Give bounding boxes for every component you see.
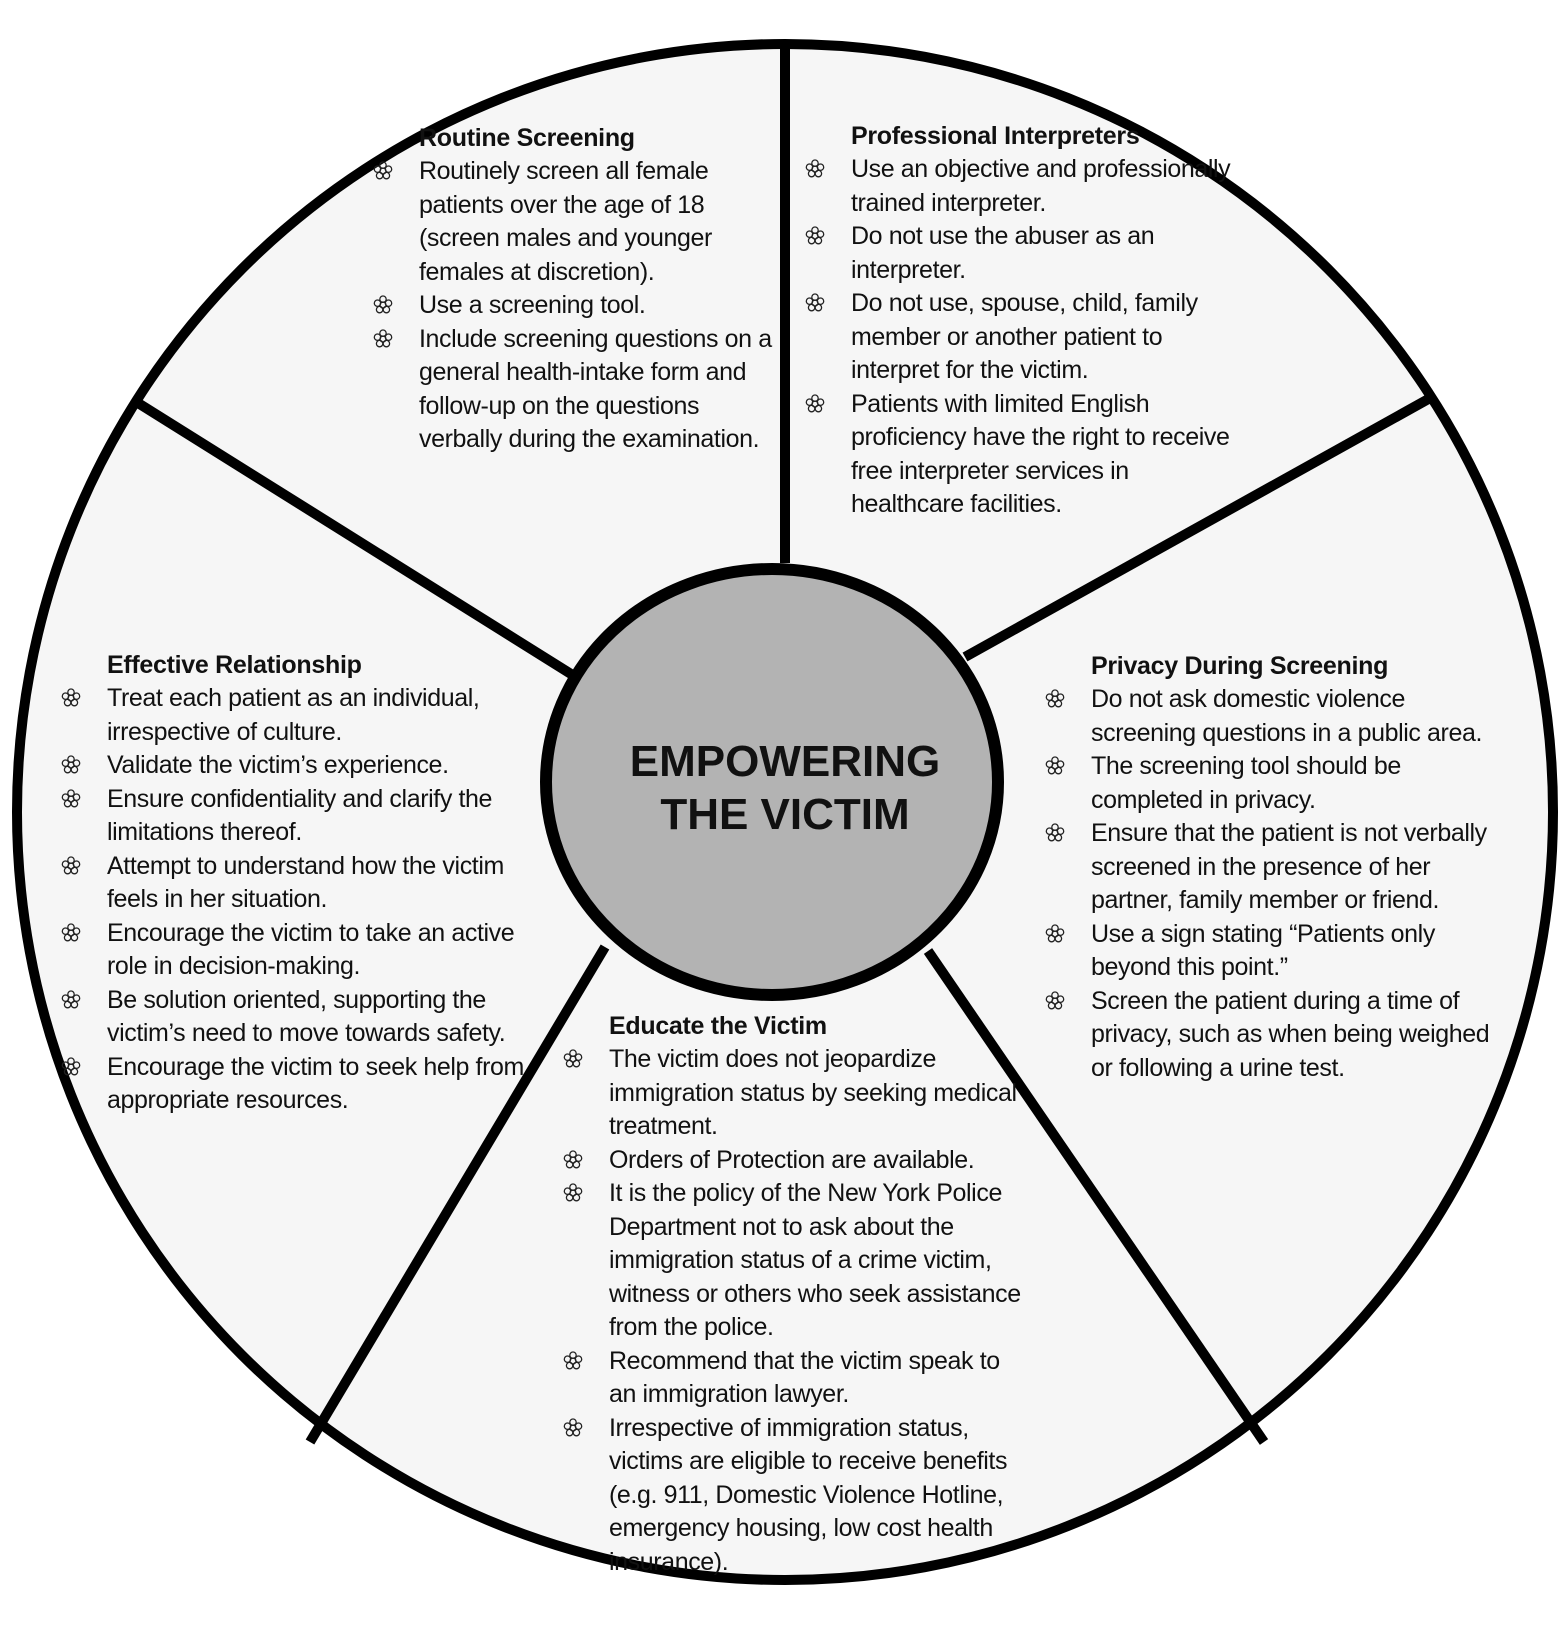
- list-item-text: Patients with limited English proficienc…: [851, 389, 1230, 519]
- divider-upper-right: [962, 392, 1435, 662]
- list-item: Use an objective and professionally trai…: [805, 153, 1241, 220]
- list-item-text: It is the policy of the New York Police …: [609, 1179, 1021, 1341]
- list-item-text: Encourage the victim to seek help from a…: [107, 1052, 524, 1115]
- flower-bullet-icon: [373, 328, 393, 347]
- flower-bullet-icon: [805, 226, 825, 245]
- list-item: Ensure that the patient is not verbally …: [1045, 817, 1491, 918]
- list-item: Orders of Protection are available.: [563, 1144, 1027, 1178]
- list-item-text: Do not ask domestic violence screening q…: [1091, 685, 1483, 747]
- list-item-text: Do not use, spouse, child, family member…: [851, 289, 1198, 384]
- list-item-text: Ensure confidentiality and clarify the l…: [107, 784, 493, 847]
- list-item-text: Screen the patient during a time of priv…: [1091, 986, 1490, 1082]
- flower-bullet-icon: [563, 1149, 583, 1168]
- flower-bullet-icon: [563, 1183, 583, 1202]
- segment-privacy-during-screening: Privacy During Screening Do not ask dome…: [1045, 650, 1491, 1086]
- list-item-text: Irrespective of immigration status, vict…: [609, 1413, 1008, 1576]
- flower-bullet-icon: [1045, 823, 1065, 842]
- list-item-text: Validate the victim’s experience.: [107, 751, 449, 779]
- flower-bullet-icon: [805, 293, 825, 312]
- segment-title: Professional Interpreters: [851, 122, 1140, 150]
- flower-bullet-icon: [61, 989, 81, 1008]
- center-title-line-2: THE VICTIM: [660, 790, 910, 839]
- list-item-text: Routinely screen all female patients ove…: [419, 157, 712, 286]
- segment-title: Privacy During Screening: [1091, 652, 1389, 680]
- list-item: Do not ask domestic violence screening q…: [1045, 683, 1491, 750]
- list-item: It is the policy of the New York Police …: [563, 1177, 1027, 1345]
- list-item-text: Attempt to understand how the victim fee…: [107, 851, 504, 914]
- flower-bullet-icon: [1045, 689, 1065, 708]
- flower-bullet-icon: [805, 393, 825, 412]
- flower-bullet-icon: [373, 161, 393, 180]
- segment-list: Use an objective and professionally trai…: [805, 153, 1241, 522]
- list-item: Do not use, spouse, child, family member…: [805, 287, 1241, 388]
- list-item: Attempt to understand how the victim fee…: [61, 850, 527, 917]
- flower-bullet-icon: [61, 788, 81, 807]
- list-item: Use a sign stating “Patients only beyond…: [1045, 918, 1491, 985]
- list-item: Routinely screen all female patients ove…: [373, 155, 784, 289]
- divider-lower-left: [305, 944, 610, 1445]
- list-item: Use a screening tool.: [373, 289, 784, 323]
- center-title-line-1: EMPOWERING: [629, 737, 941, 786]
- list-item: Be solution oriented, supporting the vic…: [61, 984, 527, 1051]
- segment-list: Do not ask domestic violence screening q…: [1045, 683, 1491, 1086]
- list-item: Recommend that the victim speak to an im…: [563, 1345, 1027, 1412]
- center-hub: [540, 563, 1004, 1001]
- divider-lower-right: [923, 948, 1269, 1445]
- list-item-text: The victim does not jeopardize immigrati…: [609, 1045, 1017, 1140]
- segment-effective-relationship: Effective Relationship Treat each patien…: [61, 649, 527, 1118]
- list-item: The victim does not jeopardize immigrati…: [563, 1043, 1027, 1144]
- flower-bullet-icon: [61, 922, 81, 941]
- flower-bullet-icon: [563, 1350, 583, 1369]
- flower-bullet-icon: [1045, 756, 1065, 775]
- list-item: Encourage the victim to seek help from a…: [61, 1051, 527, 1118]
- segment-title: Effective Relationship: [107, 651, 362, 679]
- segment-title: Educate the Victim: [609, 1012, 827, 1040]
- list-item-text: Ensure that the patient is not verbally …: [1091, 819, 1487, 914]
- segment-title: Routine Screening: [419, 124, 635, 152]
- list-item-text: Use an objective and professionally trai…: [851, 155, 1231, 217]
- segment-educate-the-victim: Educate the Victim The victim does not j…: [563, 1010, 1027, 1580]
- list-item-text: Recommend that the victim speak to an im…: [609, 1346, 1000, 1409]
- flower-bullet-icon: [1045, 990, 1065, 1009]
- list-item: Validate the victim’s experience.: [61, 749, 527, 783]
- segment-routine-screening: Routine Screening Routinely screen all f…: [373, 122, 784, 457]
- list-item-text: Orders of Protection are available.: [609, 1145, 975, 1174]
- list-item: Treat each patient as an individual, irr…: [61, 682, 527, 749]
- divider-upper-left: [135, 398, 574, 679]
- flower-bullet-icon: [373, 295, 393, 314]
- list-item-text: Be solution oriented, supporting the vic…: [107, 985, 506, 1048]
- list-item-text: Use a screening tool.: [419, 291, 646, 319]
- list-item: Ensure confidentiality and clarify the l…: [61, 783, 527, 850]
- flower-bullet-icon: [1045, 923, 1065, 942]
- flower-bullet-icon: [563, 1049, 583, 1068]
- list-item-text: Do not use the abuser as an interpreter.: [851, 222, 1155, 284]
- segment-list: The victim does not jeopardize immigrati…: [563, 1043, 1027, 1580]
- flower-bullet-icon: [805, 159, 825, 178]
- center-title: EMPOWERING THE VICTIM: [540, 735, 1030, 841]
- flower-bullet-icon: [61, 1056, 81, 1075]
- list-item: Screen the patient during a time of priv…: [1045, 985, 1491, 1086]
- list-item: Do not use the abuser as an interpreter.: [805, 220, 1241, 287]
- list-item-text: Use a sign stating “Patients only beyond…: [1091, 919, 1435, 982]
- list-item-text: Include screening questions on a general…: [419, 324, 772, 454]
- list-item: Encourage the victim to take an active r…: [61, 917, 527, 984]
- list-item-text: Treat each patient as an individual, irr…: [107, 684, 480, 746]
- flower-bullet-icon: [61, 755, 81, 774]
- list-item: Include screening questions on a general…: [373, 323, 784, 457]
- list-item: Patients with limited English proficienc…: [805, 388, 1241, 522]
- list-item: The screening tool should be completed i…: [1045, 750, 1491, 817]
- flower-bullet-icon: [61, 855, 81, 874]
- list-item: Irrespective of immigration status, vict…: [563, 1412, 1027, 1580]
- segment-list: Routinely screen all female patients ove…: [373, 155, 784, 457]
- segment-list: Treat each patient as an individual, irr…: [61, 682, 527, 1118]
- list-item-text: Encourage the victim to take an active r…: [107, 918, 515, 981]
- flower-bullet-icon: [563, 1417, 583, 1436]
- flower-bullet-icon: [61, 688, 81, 707]
- segment-professional-interpreters: Professional Interpreters Use an objecti…: [805, 120, 1241, 522]
- list-item-text: The screening tool should be completed i…: [1091, 752, 1401, 814]
